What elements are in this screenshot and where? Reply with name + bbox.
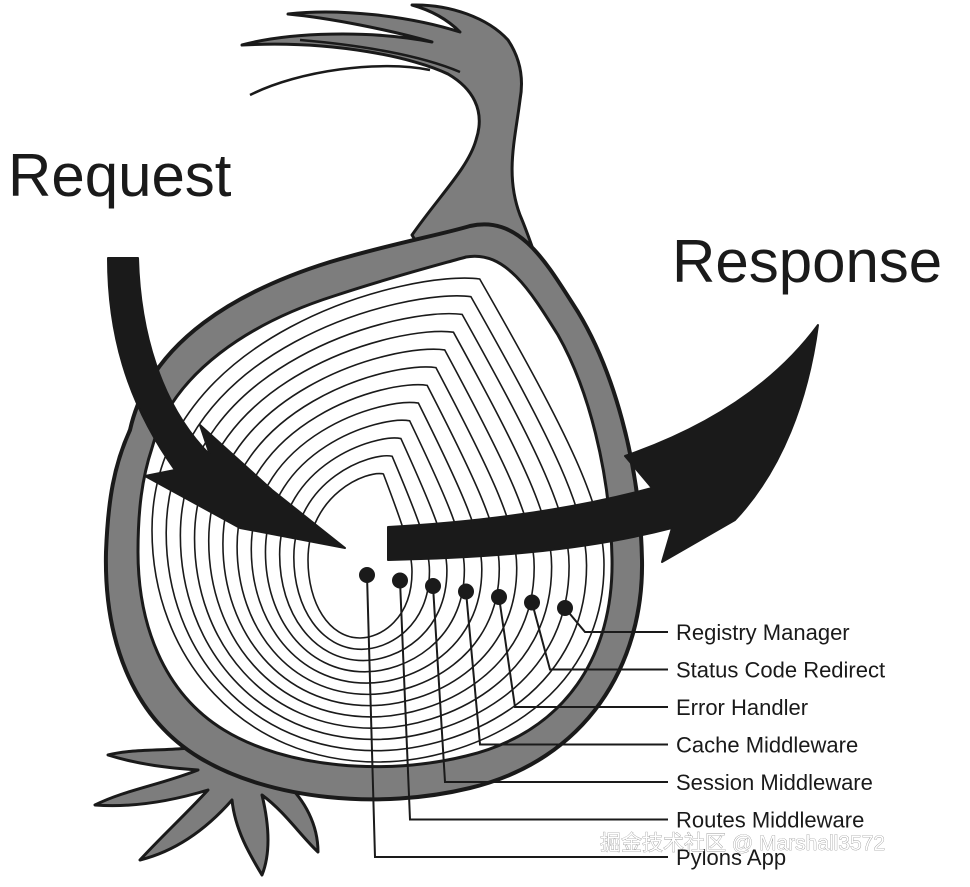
layer-leader-line — [531, 602, 668, 671]
layer-dot — [392, 572, 408, 589]
watermark-text: 掘金技术社区 @ Marshall3572 — [600, 832, 885, 855]
layer-label: Pylons App — [676, 845, 786, 870]
onion-ring — [179, 312, 570, 741]
layer-label: Routes Middleware — [676, 808, 864, 833]
request-label: Request — [8, 142, 232, 209]
layer-leader-line — [366, 574, 668, 858]
layer-label: Cache Middleware — [676, 733, 858, 758]
layer-dot — [425, 578, 441, 594]
onion-ring — [293, 455, 431, 651]
onion-rings — [151, 277, 605, 763]
layer-label: Session Middleware — [676, 770, 873, 795]
onion-ring — [165, 295, 588, 752]
layer-leader-line — [399, 580, 668, 821]
request-arrow — [107, 257, 346, 549]
layer-dot — [557, 600, 573, 616]
layer-leader-line — [498, 596, 668, 708]
onion-flesh — [136, 254, 614, 769]
layer-dot — [491, 589, 507, 605]
layer-dot — [458, 583, 474, 600]
onion-ring — [207, 348, 535, 718]
layer-dot — [524, 594, 540, 611]
layer-leader-line — [465, 591, 668, 746]
layer-leader-line — [432, 585, 668, 783]
layer-label: Error Handler — [676, 695, 808, 720]
layer-leader-line — [564, 607, 668, 633]
response-label: Response — [672, 228, 942, 295]
onion-ring — [264, 419, 466, 673]
onion-ring — [250, 401, 483, 684]
onion-ring — [236, 383, 501, 696]
layer-dot — [359, 567, 375, 583]
onion-ring — [222, 366, 518, 707]
onion-ring — [307, 472, 413, 639]
onion-ring — [278, 437, 448, 662]
layer-label: Registry Manager — [676, 620, 850, 645]
layer-label: Status Code Redirect — [676, 658, 885, 683]
response-arrow — [387, 324, 819, 563]
onion-ring — [193, 330, 553, 729]
onion-ring — [151, 277, 605, 763]
